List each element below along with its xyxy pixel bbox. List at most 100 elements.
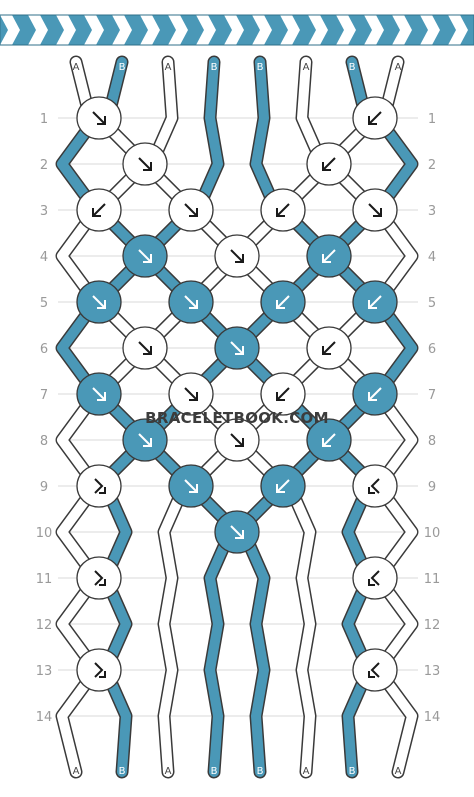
row-number-left: 10 <box>36 526 53 541</box>
knot-arrow-icon <box>184 479 198 493</box>
knot-r9-c6 <box>352 464 398 508</box>
row-number-left: 8 <box>40 434 48 449</box>
knot-r9-c2 <box>168 464 214 508</box>
knot-r8-c5 <box>306 418 352 462</box>
strand-label-bottom: B <box>211 766 218 777</box>
knot-r1-c6 <box>352 96 398 140</box>
row-number-right: 2 <box>428 158 436 173</box>
knot-arrow-icon <box>184 203 198 217</box>
knot-arrow-icon <box>368 295 382 309</box>
knot-arrow-icon <box>138 157 152 171</box>
knot-arrow-icon <box>276 203 290 217</box>
watermark: BRACELETBOOK.COM <box>145 409 329 427</box>
knot-r6-c5 <box>306 326 352 370</box>
row-number-left: 5 <box>40 296 48 311</box>
knot-r3-c2 <box>168 188 214 232</box>
row-number-left: 2 <box>40 158 48 173</box>
row-number-right: 5 <box>428 296 436 311</box>
knot-circle <box>76 464 122 508</box>
knot-r5-c2 <box>168 280 214 324</box>
strand-label-top: B <box>211 62 218 73</box>
bracelet-preview-banner <box>0 14 474 46</box>
knot-arrow-icon <box>322 157 336 171</box>
knot-r13-c0 <box>76 648 122 692</box>
knot-arrow-icon <box>92 203 106 217</box>
knot-r3-c6 <box>352 188 398 232</box>
knot-circle <box>76 556 122 600</box>
row-number-right: 9 <box>428 480 436 495</box>
row-number-right: 7 <box>428 388 436 403</box>
row-number-right: 11 <box>424 572 441 587</box>
knot-circle <box>76 648 122 692</box>
knot-arrow-icon <box>368 387 382 401</box>
knot-arrow-icon <box>368 662 380 678</box>
knot-circle <box>352 648 398 692</box>
row-number-left: 1 <box>40 112 48 127</box>
row-number-right: 12 <box>424 618 441 633</box>
row-number-right: 3 <box>428 204 436 219</box>
knot-r6-c1 <box>122 326 168 370</box>
row-number-right: 1 <box>428 112 436 127</box>
knot-arrow-icon <box>92 111 106 125</box>
strand-label-bottom: A <box>165 766 172 777</box>
knot-circle <box>352 556 398 600</box>
knot-r11-c0 <box>76 556 122 600</box>
knot-r10-c3 <box>214 510 260 554</box>
knot-arrow-icon <box>92 387 106 401</box>
knot-arrow-icon <box>322 249 336 263</box>
knot-r7-c0 <box>76 372 122 416</box>
knot-r3-c0 <box>76 188 122 232</box>
row-number-left: 13 <box>36 664 53 679</box>
knot-arrow-icon <box>184 387 198 401</box>
strand-label-bottom: A <box>73 766 80 777</box>
knot-r8-c3 <box>214 418 260 462</box>
knot-r5-c0 <box>76 280 122 324</box>
knot-r4-c5 <box>306 234 352 278</box>
knot-arrow-icon <box>368 203 382 217</box>
strand-label-bottom: A <box>303 766 310 777</box>
row-number-right: 8 <box>428 434 436 449</box>
knot-r7-c2 <box>168 372 214 416</box>
strand-label-bottom: A <box>395 766 402 777</box>
row-number-right: 10 <box>424 526 441 541</box>
knot-arrow-icon <box>94 570 106 586</box>
row-number-right: 14 <box>424 710 441 725</box>
knot-arrow-icon <box>138 249 152 263</box>
knot-arrow-icon <box>368 478 380 494</box>
strand-label-top: A <box>73 62 80 73</box>
strand-label-top: A <box>165 62 172 73</box>
row-number-left: 9 <box>40 480 48 495</box>
knot-arrow-icon <box>276 479 290 493</box>
knot-r13-c6 <box>352 648 398 692</box>
knot-r7-c6 <box>352 372 398 416</box>
strand-white-2 <box>57 57 315 777</box>
knot-arrow-icon <box>138 433 152 447</box>
row-number-left: 11 <box>36 572 53 587</box>
knot-arrow-icon <box>276 387 290 401</box>
row-number-left: 12 <box>36 618 53 633</box>
knots <box>76 96 398 692</box>
knot-r8-c1 <box>122 418 168 462</box>
strand-white-5 <box>159 57 417 777</box>
knot-r2-c5 <box>306 142 352 186</box>
knot-arrow-icon <box>322 433 336 447</box>
row-number-right: 13 <box>424 664 441 679</box>
row-number-right: 4 <box>428 250 436 265</box>
knot-arrow-icon <box>230 249 244 263</box>
knot-arrow-icon <box>368 570 380 586</box>
knot-arrow-icon <box>94 478 106 494</box>
knot-r4-c3 <box>214 234 260 278</box>
knot-r6-c3 <box>214 326 260 370</box>
knot-arrow-icon <box>92 295 106 309</box>
strand-label-bottom: B <box>119 766 126 777</box>
knot-r7-c4 <box>260 372 306 416</box>
knot-r9-c0 <box>76 464 122 508</box>
knot-arrow-icon <box>230 525 244 539</box>
knot-r4-c1 <box>122 234 168 278</box>
strand-label-top: B <box>257 62 264 73</box>
knot-arrow-icon <box>276 295 290 309</box>
knot-arrow-icon <box>230 341 244 355</box>
